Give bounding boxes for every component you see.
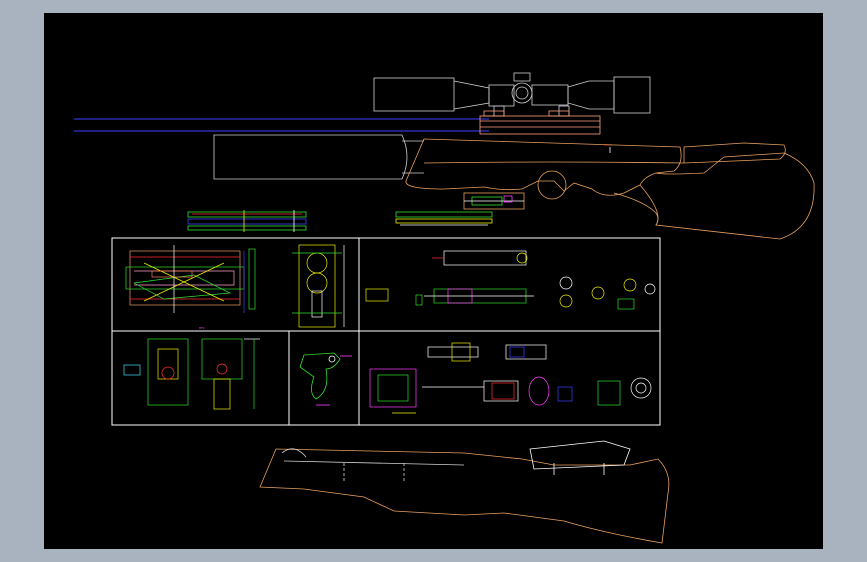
cad-model-space[interactable]: ПНІ <box>44 13 823 549</box>
rifle-stock-outline <box>405 138 815 240</box>
cad-drawing[interactable]: ПНІ <box>44 13 823 549</box>
valve-parts-panel <box>365 250 656 310</box>
barrel-lines <box>74 118 489 132</box>
dimension-bars-left <box>187 210 307 232</box>
barrel-panel-caption: ПНІ <box>199 326 205 330</box>
detail-sheet <box>111 237 661 426</box>
stock-view <box>259 440 670 544</box>
breech-parts-panel <box>123 338 260 410</box>
barrel-section-panel: ПНІ <box>125 244 345 330</box>
scope-drawing <box>373 72 651 117</box>
trigger-panel <box>299 352 352 406</box>
trigger-assembly-detail <box>463 192 525 210</box>
rifle-assembly-view <box>74 72 815 240</box>
dimension-bars-right <box>395 211 493 226</box>
bolt-parts-panel <box>369 342 652 414</box>
receiver <box>479 110 612 146</box>
air-cylinder <box>213 134 424 180</box>
